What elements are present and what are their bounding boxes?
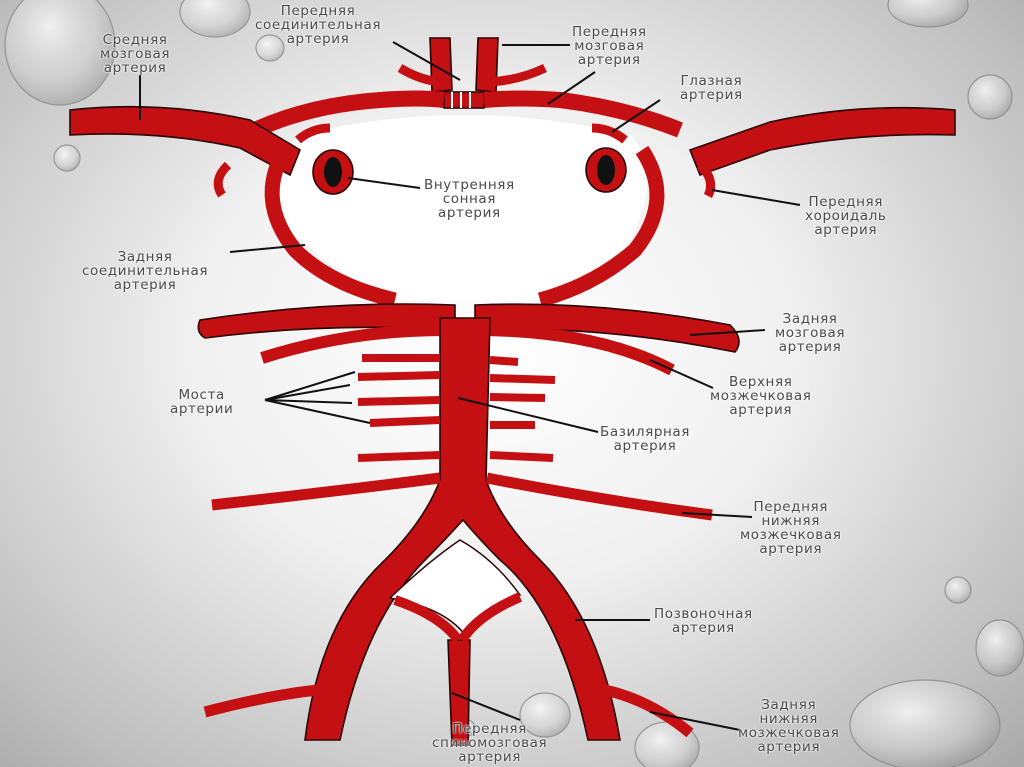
label-line: Задняя bbox=[117, 249, 173, 265]
label-line: Моста bbox=[178, 387, 225, 403]
label-posterior-communicating-artery: Задняя соединительная артерия bbox=[82, 250, 208, 292]
label-line: соединительная bbox=[255, 17, 382, 33]
label-line: мозжечковая bbox=[710, 388, 812, 404]
label-line: Глазная bbox=[680, 73, 743, 89]
basilar-artery bbox=[304, 317, 621, 741]
ophthalmic-branch-right bbox=[591, 123, 628, 144]
label-line: сонная bbox=[442, 191, 497, 207]
label-line: артерия bbox=[458, 749, 521, 765]
leader-lines bbox=[139, 41, 801, 731]
label-line: артерия bbox=[438, 205, 501, 221]
label-line: артерия bbox=[113, 277, 177, 293]
label-line: Базилярная bbox=[600, 424, 691, 440]
label-line: Передняя bbox=[572, 24, 647, 40]
circle-of-willis-inner bbox=[277, 115, 648, 300]
water-drops-decoration bbox=[4, 0, 1024, 767]
posterior-communicating-right bbox=[538, 145, 665, 308]
superior-cerebellar-left bbox=[260, 324, 446, 364]
label-line: Передняя bbox=[280, 3, 356, 19]
label-line: артерия bbox=[778, 339, 842, 355]
label-line: артерия bbox=[103, 60, 167, 76]
label-middle-cerebral-artery: Средняя мозговая артерия bbox=[100, 33, 170, 75]
label-anterior-spinal-artery: Передняя спиномозговая артерия bbox=[432, 722, 547, 764]
label-line: Средняя bbox=[102, 32, 168, 48]
label-line: хороидаль bbox=[805, 208, 887, 224]
choroidal-branch-left bbox=[213, 161, 232, 198]
anterior-cerebral-arteries bbox=[429, 37, 499, 93]
pontine-arteries bbox=[357, 354, 556, 462]
arterial-system bbox=[69, 37, 956, 746]
label-line: артерия bbox=[680, 87, 743, 103]
label-line: Внутренняя bbox=[424, 177, 515, 193]
anterior-communicating-artery bbox=[443, 91, 485, 109]
label-line: нижняя bbox=[759, 711, 818, 727]
circle-arc-top bbox=[251, 90, 445, 138]
label-line: мозжечковая bbox=[738, 725, 840, 741]
label-anterior-inferior-cerebellar-artery: Передняя нижняя мозжечковая артерия bbox=[740, 500, 841, 556]
label-anterior-communicating-artery: Передняя соединительная артерия bbox=[255, 4, 381, 46]
label-posterior-inferior-cerebellar-artery: Задняя нижняя мозжечковая артерия bbox=[738, 698, 839, 754]
label-line: артерия bbox=[613, 438, 677, 454]
ophthalmic-branch-left bbox=[295, 123, 331, 144]
vertebral-gap bbox=[388, 539, 522, 637]
label-line: Верхняя bbox=[729, 374, 793, 390]
label-line: мозговая bbox=[100, 46, 171, 62]
label-vertebral-artery: Позвоночная артерия bbox=[654, 607, 753, 635]
label-basilar-artery: Базилярная артерия bbox=[600, 425, 690, 453]
label-line: артерии bbox=[170, 401, 234, 417]
posterior-inferior-cerebellar-left bbox=[203, 684, 319, 718]
label-line: мозжечковая bbox=[740, 527, 842, 543]
label-line: артерия bbox=[814, 222, 878, 238]
posterior-cerebral-right bbox=[474, 303, 740, 353]
label-line: артерия bbox=[729, 402, 793, 418]
middle-cerebral-artery-right bbox=[688, 106, 956, 177]
label-line: Передняя bbox=[808, 194, 883, 210]
label-posterior-cerebral-artery: Задняя мозговая артерия bbox=[775, 312, 845, 354]
label-line: Задняя bbox=[761, 697, 817, 713]
label-line: Задняя bbox=[782, 311, 838, 327]
posterior-inferior-cerebellar-right bbox=[603, 684, 694, 738]
label-anterior-choroidal-artery: Передняя хороидаль артерия bbox=[805, 195, 886, 237]
label-line: Передняя bbox=[452, 721, 527, 737]
label-line: Позвоночная bbox=[654, 606, 753, 622]
label-anterior-cerebral-artery: Передняя мозговая артерия bbox=[572, 25, 647, 67]
label-line: мозговая bbox=[574, 38, 645, 54]
label-line: артерия bbox=[577, 52, 641, 68]
label-internal-carotid-artery: Внутренняя сонная артерия bbox=[424, 178, 515, 220]
label-superior-cerebellar-artery: Верхняя мозжечковая артерия bbox=[710, 375, 811, 417]
label-line: артерия bbox=[757, 739, 821, 755]
anterior-inferior-cerebellar-left bbox=[211, 472, 441, 511]
posterior-cerebral-left bbox=[197, 303, 456, 339]
middle-cerebral-artery-left bbox=[69, 105, 301, 177]
label-ophthalmic-artery: Глазная артерия bbox=[680, 74, 743, 102]
label-pontine-arteries: Моста артерии bbox=[170, 388, 233, 416]
label-line: Передняя bbox=[753, 499, 828, 515]
label-line: нижняя bbox=[761, 513, 820, 529]
label-line: соединительная bbox=[82, 263, 209, 279]
anterior-inferior-cerebellar-right bbox=[485, 472, 713, 521]
label-line: мозговая bbox=[775, 325, 846, 341]
label-line: спиномозговая bbox=[432, 735, 548, 751]
choroidal-branch-right bbox=[696, 161, 716, 199]
label-line: артерия bbox=[286, 31, 350, 47]
label-line: артерия bbox=[672, 620, 735, 636]
label-line: артерия bbox=[759, 541, 823, 557]
posterior-communicating-left bbox=[264, 146, 397, 308]
